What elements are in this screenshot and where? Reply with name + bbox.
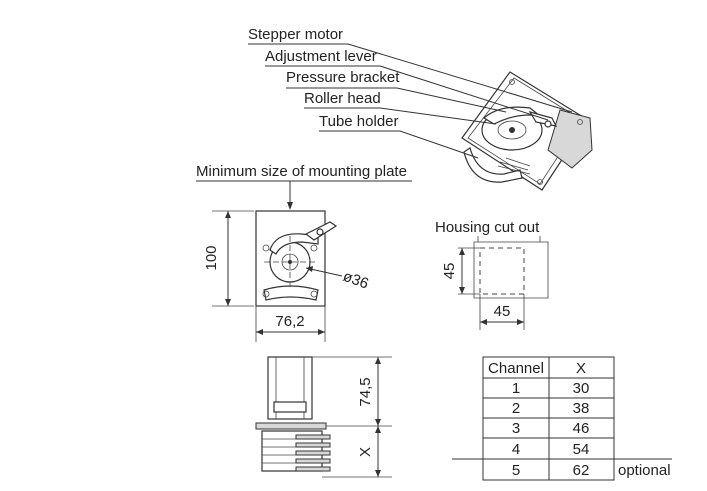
table-note-optional: optional [618, 462, 671, 479]
table-cell: 38 [573, 400, 590, 417]
dim-cutout-width: 45 [494, 303, 511, 320]
table-cell: 54 [573, 441, 590, 458]
table-cell: 4 [512, 441, 520, 458]
cut-out-square [479, 247, 525, 295]
dim-side-height: 74,5 [357, 377, 374, 406]
channel-table: Channel X 1 30 2 38 3 46 4 54 5 62 optio… [452, 356, 672, 481]
dim-head-diameter: ø36 [341, 268, 371, 293]
dim-cutout-height: 45 [441, 263, 458, 280]
front-view [255, 210, 338, 307]
callout-housing-cut-out: Housing cut out [435, 219, 540, 236]
pump-isometric-view [461, 71, 593, 191]
tube-holder-shape [463, 147, 523, 183]
table-header-x: X [576, 360, 586, 377]
dim-plate-width: 76,2 [275, 313, 304, 330]
table-cell: 3 [512, 420, 520, 437]
table-cell: 46 [573, 420, 590, 437]
callout-adjustment-lever: Adjustment lever [265, 48, 377, 65]
callout-stepper-motor: Stepper motor [248, 26, 343, 43]
callout-tube-holder: Tube holder [319, 113, 399, 130]
tube-holder-front [263, 285, 319, 301]
table-header-channel: Channel [488, 360, 544, 377]
dim-side-x: X [357, 447, 374, 457]
dim-plate-height: 100 [203, 245, 220, 270]
table-cell: 30 [573, 380, 590, 397]
table-cell: 5 [512, 462, 520, 479]
callout-roller-head: Roller head [304, 90, 381, 107]
table-cell: 62 [573, 462, 590, 479]
mounting-plate-side [255, 422, 327, 430]
pressure-bracket-front [269, 233, 319, 255]
side-view [255, 356, 331, 472]
table-cell: 2 [512, 400, 520, 417]
callout-mounting-plate: Minimum size of mounting plate [196, 163, 407, 180]
callout-pressure-bracket: Pressure bracket [286, 69, 400, 86]
table-cell: 1 [512, 380, 520, 397]
callout-leaders [248, 43, 573, 159]
housing-cut-out-view [473, 236, 549, 299]
